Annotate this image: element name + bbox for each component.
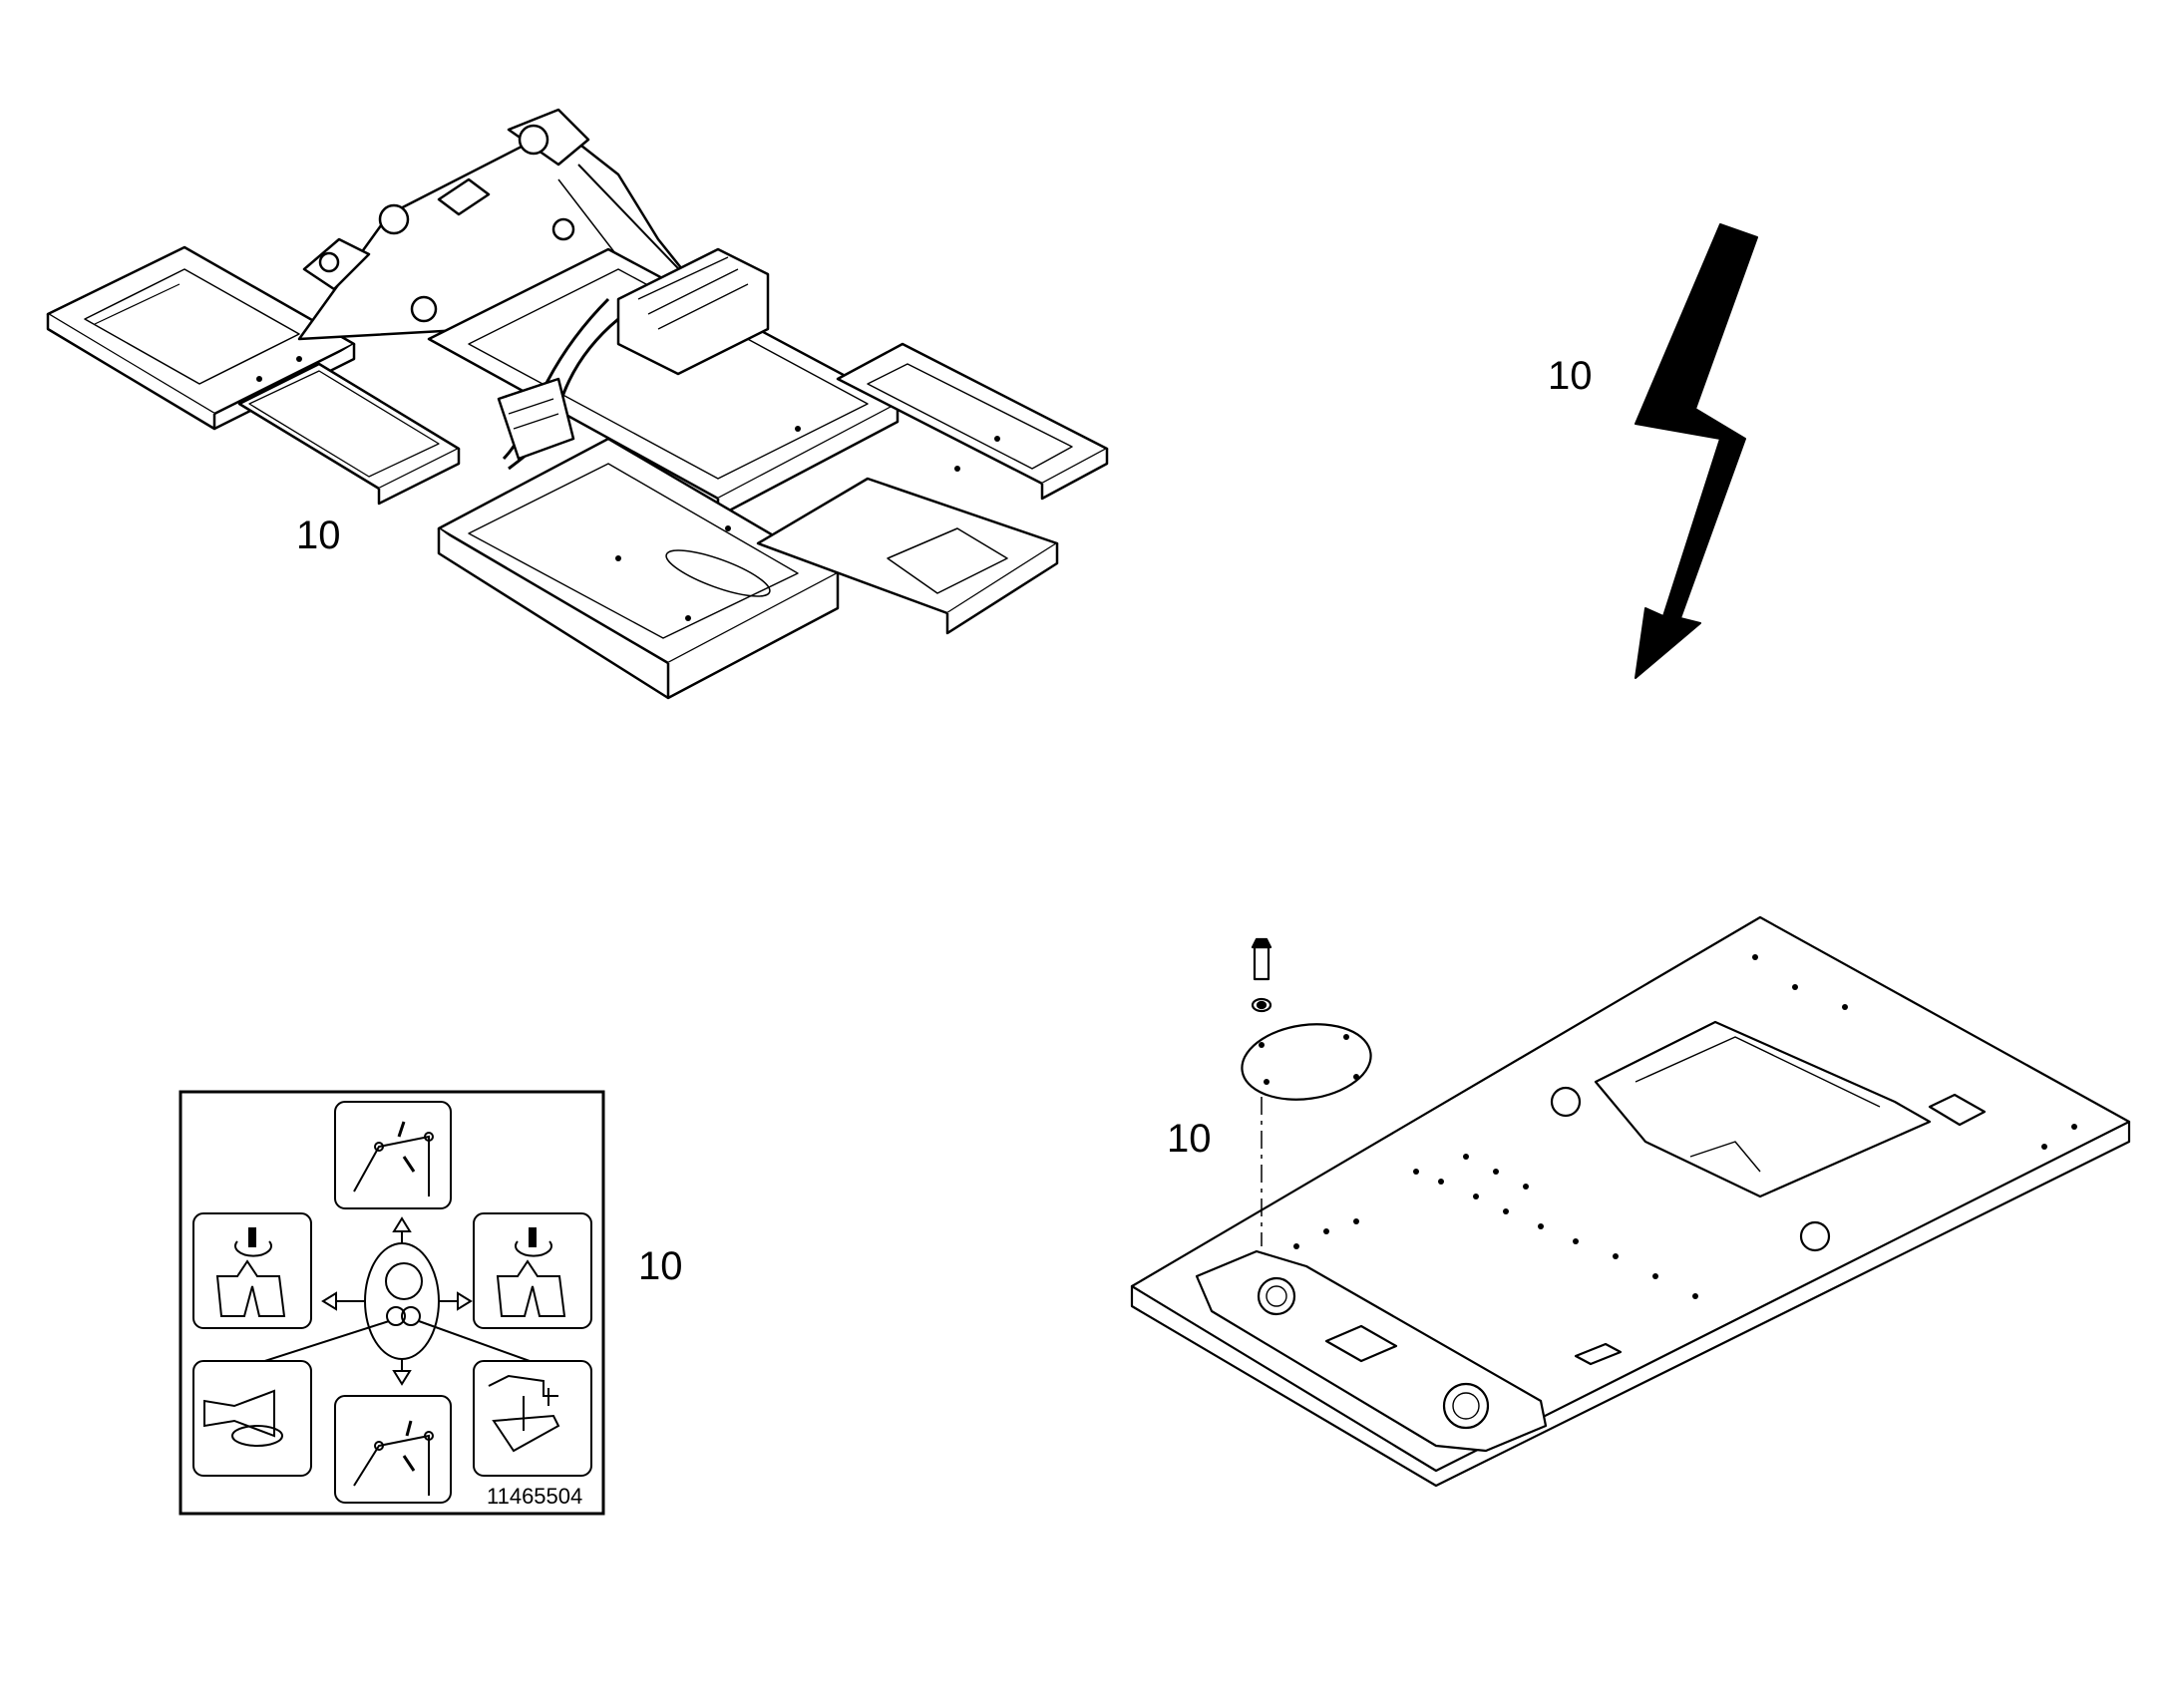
decal-part-number: 11465504 [487,1484,582,1509]
machine-frame-assembly-icon [46,108,1109,700]
arrow-callout-label: 10 [1548,354,1593,398]
lightning-arrow-icon [1635,223,1758,679]
floor-plate-assembly-icon [1130,915,2131,1488]
plate-callout-label: 10 [1167,1117,1212,1161]
joystick-control-decal-icon: 11465504 [179,1090,605,1516]
decal-callout-label: 10 [638,1244,683,1288]
frame-callout-label: 10 [296,513,341,557]
